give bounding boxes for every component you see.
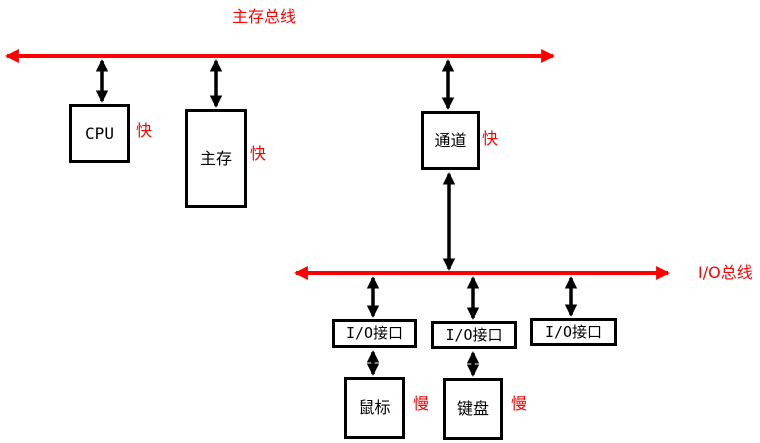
keyboard-speed-annotation: 慢 [511, 394, 528, 413]
main-memory-box: 主存 [185, 109, 247, 208]
mouse-label: 鼠标 [358, 398, 391, 417]
io-interface-1-box: I/O接口 [332, 319, 417, 348]
mouse-box: 鼠标 [344, 377, 405, 439]
keyboard-label: 键盘 [456, 399, 489, 418]
channel-speed-annotation: 快 [482, 129, 499, 148]
channel-label: 通道 [434, 130, 467, 150]
io-bus-label: I/O总线 [698, 263, 753, 282]
io-interface-3-box: I/O接口 [530, 318, 617, 346]
cpu-label: CPU [85, 123, 114, 143]
main-memory-speed-annotation: 快 [250, 144, 267, 163]
io-interface-3-label: I/O接口 [544, 322, 603, 341]
main-memory-label: 主存 [199, 148, 232, 168]
main-bus-label: 主存总线 [232, 7, 297, 26]
io-interface-2-box: I/O接口 [431, 321, 517, 349]
io-interface-2-label: I/O接口 [445, 325, 503, 344]
io-interface-1-label: I/O接口 [345, 324, 404, 342]
cpu-speed-annotation: 快 [136, 121, 153, 140]
keyboard-box: 键盘 [443, 378, 503, 440]
cpu-box: CPU [69, 104, 130, 163]
channel-box: 通道 [421, 111, 480, 170]
mouse-speed-annotation: 慢 [413, 394, 430, 413]
